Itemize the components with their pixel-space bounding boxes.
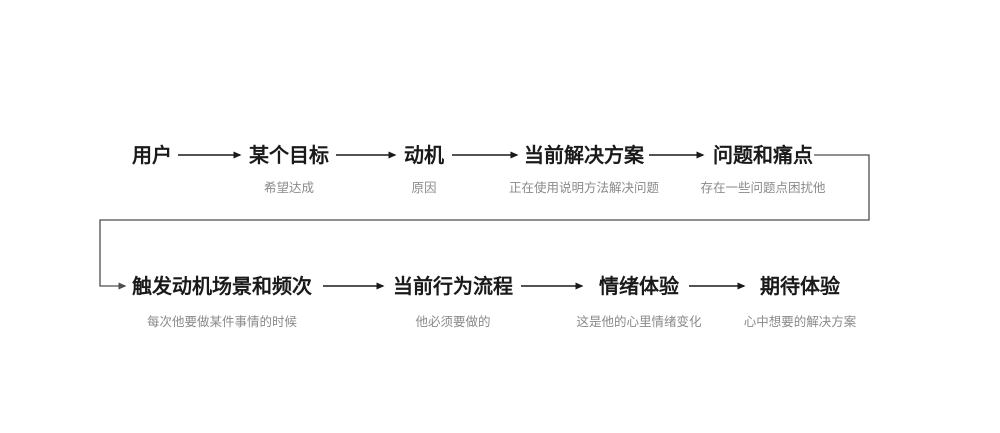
node-expected-experience-sublabel: 心中想要的解决方案 xyxy=(743,314,857,329)
node-problems-pain-points: 问题和痛点 存在一些问题点困扰他 xyxy=(700,143,825,196)
wrap-connector-pain-points-to-trigger xyxy=(99,154,870,290)
node-trigger-scenario-frequency-label: 触发动机场景和频次 xyxy=(132,274,312,298)
node-current-behavior-flow: 当前行为流程 他必须要做的 xyxy=(393,274,513,330)
node-motivation-label: 动机 xyxy=(404,143,444,167)
node-emotional-experience-sublabel: 这是他的心里情绪变化 xyxy=(576,314,702,329)
node-problems-pain-points-label: 问题和痛点 xyxy=(712,143,813,167)
node-trigger-scenario-frequency-sublabel: 每次他要做某件事情的时候 xyxy=(146,314,297,329)
node-goal-sublabel: 希望达成 xyxy=(263,180,314,195)
node-goal-label: 某个目标 xyxy=(249,143,329,167)
node-current-behavior-flow-sublabel: 他必须要做的 xyxy=(415,314,491,329)
node-expected-experience-label: 期待体验 xyxy=(759,274,840,298)
node-trigger-scenario-frequency: 触发动机场景和频次 每次他要做某件事情的时候 xyxy=(132,274,312,330)
node-problems-pain-points-sublabel: 存在一些问题点困扰他 xyxy=(700,180,826,195)
node-expected-experience: 期待体验 心中想要的解决方案 xyxy=(744,274,857,330)
node-motivation: 动机 原因 xyxy=(404,143,444,196)
node-goal: 某个目标 希望达成 xyxy=(249,143,329,196)
node-user: 用户 xyxy=(132,143,172,167)
node-current-solution: 当前解决方案 正在使用说明方法解决问题 xyxy=(509,143,659,196)
node-emotional-experience-label: 情绪体验 xyxy=(598,274,679,298)
node-current-behavior-flow-label: 当前行为流程 xyxy=(393,274,513,298)
node-motivation-sublabel: 原因 xyxy=(411,180,437,195)
node-current-solution-sublabel: 正在使用说明方法解决问题 xyxy=(508,180,660,195)
node-current-solution-label: 当前解决方案 xyxy=(523,143,644,167)
node-emotional-experience: 情绪体验 这是他的心里情绪变化 xyxy=(576,274,701,330)
node-user-label: 用户 xyxy=(132,143,172,167)
